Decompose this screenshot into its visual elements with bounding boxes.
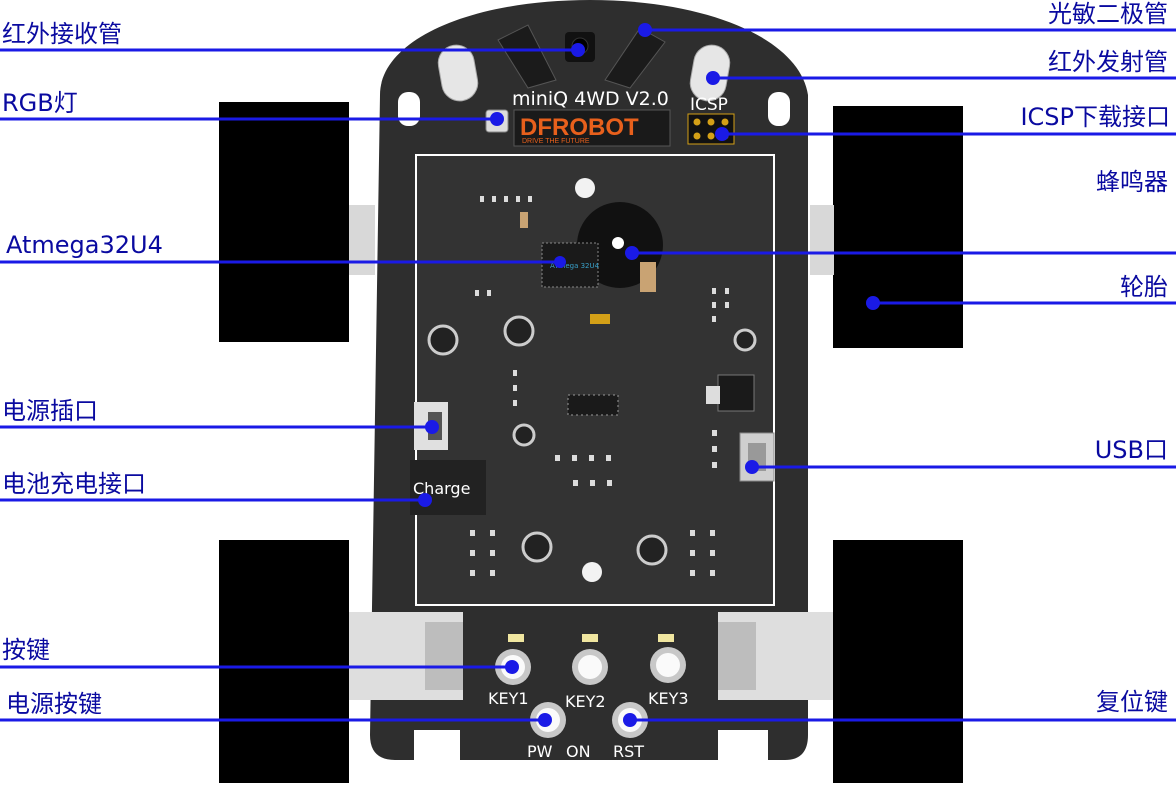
callout-icsp-port: ICSP下载接口 [1020, 103, 1170, 131]
axle-hub-front-left [349, 205, 375, 275]
smd-components [470, 196, 729, 576]
key2-label: KEY2 [565, 692, 606, 711]
brand-logo-text: DFROBOT [520, 114, 639, 141]
callout-power-socket: 电源插口 [2, 397, 98, 425]
mount-hole-bottom [582, 562, 602, 582]
motor-left-end [425, 622, 463, 690]
callout-atmega: Atmega32U4 [6, 231, 163, 259]
tire-rear-right [833, 540, 963, 783]
callout-photodiode: 光敏二极管 [1048, 0, 1168, 28]
callout-ir-receiver: 红外接收管 [2, 20, 122, 48]
tire-front-right [833, 106, 963, 348]
mount-hole-top [575, 178, 595, 198]
callout-keys: 按键 [2, 636, 50, 664]
key1-label: KEY1 [488, 689, 529, 708]
callout-usb-port: USB口 [1094, 436, 1168, 464]
callout-reset-key: 复位键 [1096, 688, 1168, 716]
charge-label: Charge [413, 479, 470, 498]
callout-ir-emitter: 红外发射管 [1048, 48, 1168, 76]
key3-label: KEY3 [648, 689, 689, 708]
model-label: miniQ 4WD V2.0 [512, 88, 669, 110]
icsp-label: ICSP [690, 95, 728, 115]
brand-tagline: DRIVE THE FUTURE [522, 138, 590, 145]
on-label: ON [566, 742, 591, 761]
callout-dots [418, 23, 880, 727]
callout-tire: 轮胎 [1120, 273, 1168, 301]
callout-power-key: 电源按键 [6, 690, 102, 718]
regulator-tab [706, 386, 720, 404]
crystal [640, 262, 656, 292]
capacitors [427, 315, 757, 566]
atmega-chip-label: ATmega 32U4 [550, 262, 600, 270]
atmega-chip [541, 242, 599, 288]
ic-chip [567, 394, 619, 416]
callout-lines [0, 28, 1176, 722]
pw-label: PW [527, 742, 553, 761]
tire-front-left [219, 102, 349, 342]
mount-notch-right [768, 92, 790, 126]
callout-battery-charge: 电池充电接口 [2, 470, 146, 498]
voltage-regulator [717, 374, 755, 412]
photodiode-left [497, 24, 557, 89]
smd-resistor [520, 212, 528, 228]
tantalum-cap [590, 314, 610, 324]
callout-buzzer: 蜂鸣器 [1096, 168, 1168, 196]
buzzer-hole [612, 237, 624, 249]
ir-led-left [437, 44, 479, 102]
brand-logo-box [513, 109, 671, 147]
tire-rear-left [219, 540, 349, 783]
axle-hub-front-right [810, 205, 834, 275]
rst-label: RST [613, 742, 644, 761]
photodiode-right [604, 27, 666, 89]
motor-right-end [718, 622, 756, 690]
mount-notch-left [398, 92, 420, 126]
callout-rgb-led: RGB灯 [2, 89, 78, 117]
